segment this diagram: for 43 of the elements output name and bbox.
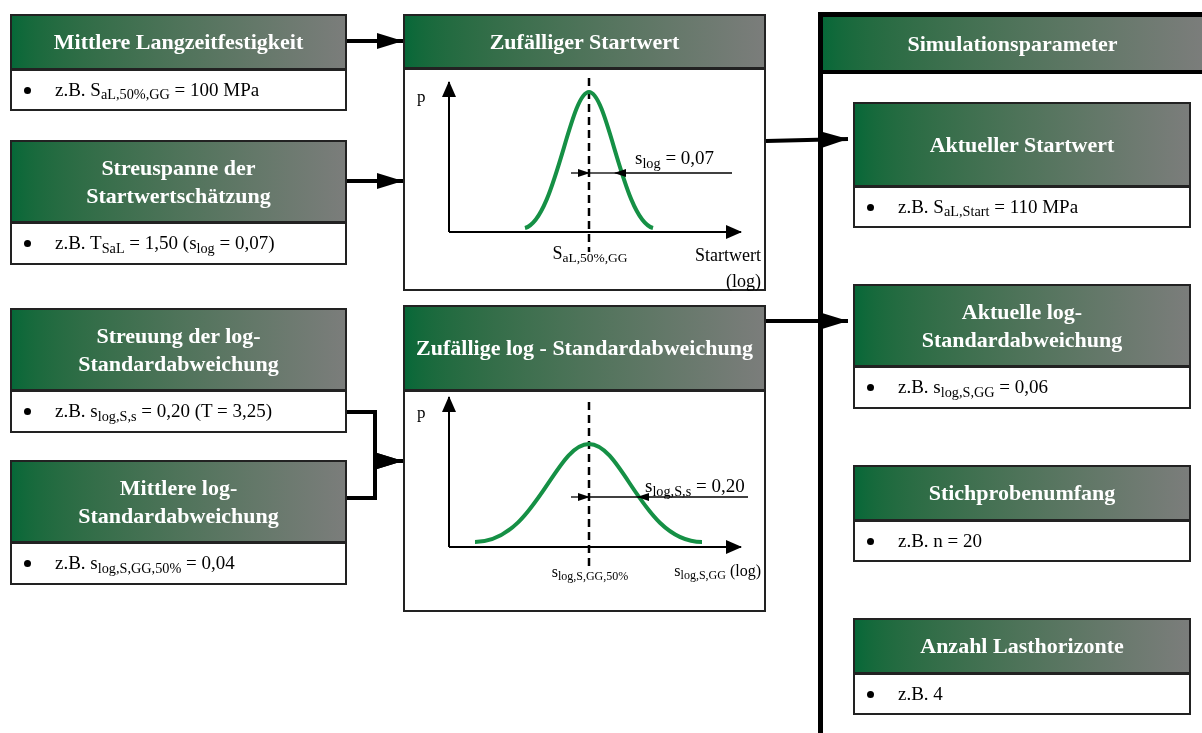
arrow — [347, 173, 403, 189]
parameter-value: z.B. s$_{log,S,GG}$ = 0,06 — [898, 375, 1049, 402]
parameter-value: z.B. n = 20 — [898, 528, 983, 553]
arrow — [765, 131, 849, 148]
tick-label: s$_{log,S,GG,50%}$ — [550, 562, 630, 584]
parameter-card — [853, 465, 1191, 562]
card-title: Streuspanne der Startwertschätzung — [85, 153, 272, 210]
panel-title: Simulationsparameter — [907, 29, 1118, 58]
parameter-value: z.B. s$_{log,S,GG,50%}$ = 0,04 — [55, 551, 235, 578]
axis-label: s$_{log,S,GG}$ (log) — [673, 561, 761, 584]
parameter-card — [10, 140, 347, 265]
parameter-card — [10, 460, 347, 585]
parameter-card — [853, 102, 1191, 228]
card-title: Aktuelle log-Standardabweichung — [920, 297, 1124, 354]
parameter-card — [853, 618, 1191, 715]
annotation-label: s$_{log}$ = 0,07 — [635, 146, 715, 173]
card-title: Aktueller Startwert — [929, 130, 1115, 159]
group-panel — [818, 12, 1202, 733]
parameter-value: z.B. S$_{aL,Start}$ = 110 MPa — [898, 194, 1079, 222]
axis-label: Startwert (log) — [694, 244, 761, 293]
parameter-card — [853, 284, 1191, 409]
chart-card — [403, 305, 766, 612]
card-title: Stichprobenumfang — [928, 479, 1116, 507]
arrow — [347, 453, 403, 500]
parameter-value: z.B. T$_{SaL}$ = 1,50 (s$_{log}$ = 0,07) — [55, 231, 275, 258]
card-title: Anzahl Lasthorizonte — [920, 632, 1124, 660]
card-title: Zufälliger Startwert — [489, 27, 680, 56]
chart-card — [403, 14, 766, 291]
card-title: Mittlere log-Standardabweichung — [77, 473, 280, 530]
parameter-card — [10, 308, 347, 433]
axis-label: p — [417, 402, 426, 424]
arrow — [766, 313, 848, 329]
tick-label: S$_{aL,50%,GG}$ — [551, 242, 629, 267]
card-title: Zufällige log - Standardabweichung — [416, 334, 753, 362]
parameter-value: z.B. S$_{aL,50%,GG}$ = 100 MPa — [55, 77, 260, 105]
arrow — [347, 33, 403, 49]
axis-label: p — [417, 86, 426, 108]
annotation-label: s$_{log,S,s}$ = 0,20 — [645, 474, 745, 501]
parameter-value: z.B. s$_{log,S,s}$ = 0,20 (T = 3,25) — [55, 399, 273, 426]
card-title: Streuung der log- Standardabweichung — [77, 321, 280, 378]
parameter-card — [10, 14, 347, 111]
card-title: Mittlere Langzeitfestigkeit — [53, 28, 304, 56]
parameter-value: z.B. 4 — [898, 681, 943, 706]
